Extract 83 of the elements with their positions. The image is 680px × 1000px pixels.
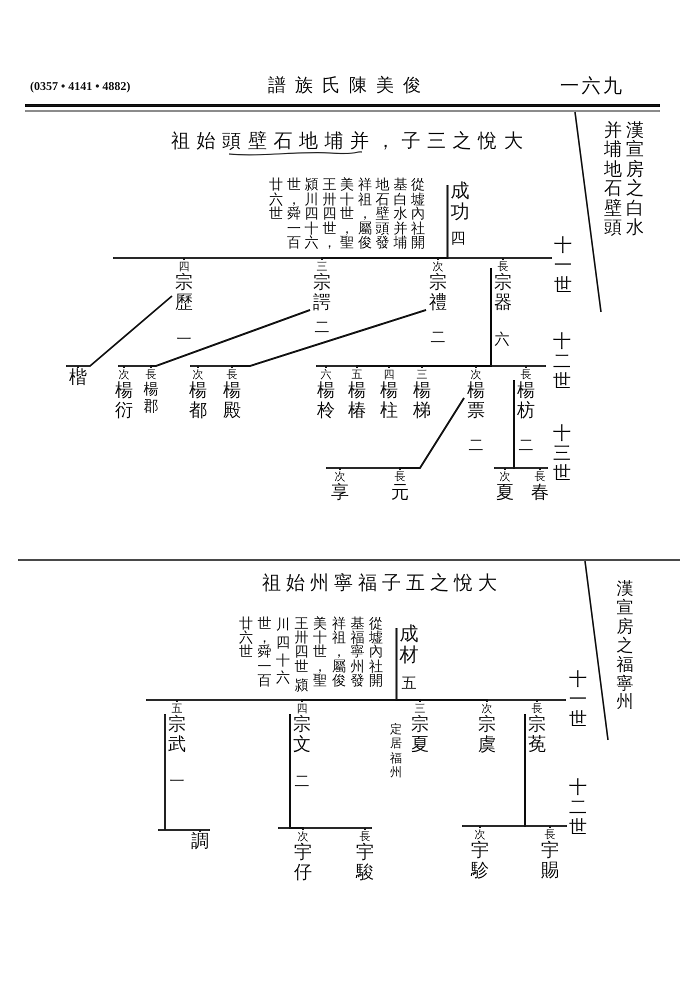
ancestor-note: 從墟內社開: [411, 178, 425, 251]
person-name: 成功: [450, 181, 470, 223]
ancestor-note: 基福寧州發: [350, 617, 364, 688]
ancestor-note: 世，舜一百: [286, 178, 301, 251]
generation-marker: 十二世: [569, 778, 587, 838]
son-count: 一: [170, 772, 184, 790]
person-name: 次夏: [496, 470, 514, 503]
person-name: 五宗武: [168, 702, 186, 755]
lineage-line: [117, 309, 310, 368]
person-name: 四宗歷: [175, 260, 193, 313]
ancestor-note: 世，舜一百: [257, 617, 272, 688]
person-name: 長楊枋: [517, 368, 535, 421]
person-name: 長宗器: [494, 260, 512, 313]
ancestor-note: 廿六世: [269, 178, 283, 222]
person-name: 長春: [531, 470, 549, 503]
generation-marker: 十一世: [554, 236, 572, 296]
branch-label: 漢宣房之福寧州: [616, 580, 634, 712]
ancestor-note: 從墟內社開: [369, 617, 383, 688]
person-name: 三楊梯: [413, 368, 431, 421]
page-number: 一六九: [560, 75, 624, 98]
lineage-line: [277, 714, 304, 830]
person-name: 三宗諤: [313, 260, 331, 313]
lineage-line: [493, 380, 515, 470]
book-title: 譜族氏陳美俊: [268, 75, 430, 97]
person-name: 次享: [331, 470, 349, 503]
lineage-line: [157, 714, 211, 832]
son-count: 六: [494, 330, 510, 348]
person-name: 四宗文: [293, 702, 311, 755]
generation-marker: 十一世: [569, 670, 587, 730]
person-name: 長楊殿: [223, 368, 241, 421]
son-count: 二: [468, 436, 484, 454]
ancestor-note: 川四十六: [276, 617, 290, 688]
branch-label: 并埔地石壁頭: [604, 121, 622, 238]
person-name: 次宗虞: [478, 702, 496, 755]
person-name: 長元: [391, 470, 409, 503]
person-name: 四楊柱: [380, 368, 398, 421]
ancestor-note: 基白水并埔: [393, 178, 408, 251]
ancestor-note: 潁川四十六: [304, 178, 318, 251]
person-name: 長宇賜: [541, 828, 559, 881]
person-name: 調: [191, 832, 209, 852]
person-name: 楷: [69, 368, 87, 388]
generation-marker: 十三世: [553, 424, 571, 484]
person-name: 次宇仔: [294, 830, 312, 883]
person-name: 長楊郡: [144, 368, 158, 414]
person-name: 長宗莬: [528, 702, 546, 755]
person-name: 五楊椿: [348, 368, 366, 421]
person-name: 次宗禮: [429, 260, 447, 313]
person-name: 次宇駗: [471, 828, 489, 881]
person-name: 三宗夏: [411, 702, 429, 755]
lineage-line: [189, 309, 426, 368]
residence-note: 定居福州: [390, 722, 402, 780]
section-heading: 祖始頭壁石地埔并，子三之悅大: [171, 130, 530, 153]
branch-label: 漢宣房之白水: [626, 121, 644, 238]
person-name: 長宇駿: [356, 830, 374, 883]
lineage-line: [145, 628, 398, 703]
lineage-line: [315, 268, 492, 368]
ancestor-note: 王卅四世，: [322, 178, 336, 251]
person-name: 次楊都: [189, 368, 207, 421]
ancestor-note: 廿六世: [238, 617, 253, 660]
lineage-line: [325, 398, 465, 470]
lineage-line: [112, 185, 448, 261]
ancestor-note: 祥祖，屬俊: [332, 617, 346, 688]
lineage-line: [65, 295, 173, 368]
ancestor-note: 祥祖，屬俊: [358, 178, 372, 251]
son-count: 五: [402, 674, 416, 692]
son-count: 二: [314, 318, 330, 336]
ancestor-note: 美十世，聖: [340, 178, 354, 251]
son-count: 二: [430, 328, 446, 346]
ancestor-note: 王卅四世，潁: [294, 617, 309, 694]
person-name: 次楊衍: [115, 368, 133, 421]
generation-marker: 十二世: [553, 332, 571, 392]
phone-number: (0357 • 4141 • 4882): [30, 79, 130, 94]
person-name: 次楊票: [467, 368, 485, 421]
person-name: 成材: [400, 624, 418, 666]
son-count: 二: [518, 436, 534, 454]
son-count: 四: [450, 229, 466, 247]
ancestor-note: 地石壁頭發: [376, 178, 390, 251]
ancestor-note: 美十世，聖: [313, 617, 328, 688]
section-heading: 祖始州寧福子五之悅大: [262, 572, 502, 595]
son-count: 一: [176, 330, 192, 348]
lineage-line: [461, 714, 526, 828]
son-count: 二: [294, 772, 310, 790]
person-name: 六楊柃: [317, 368, 335, 421]
